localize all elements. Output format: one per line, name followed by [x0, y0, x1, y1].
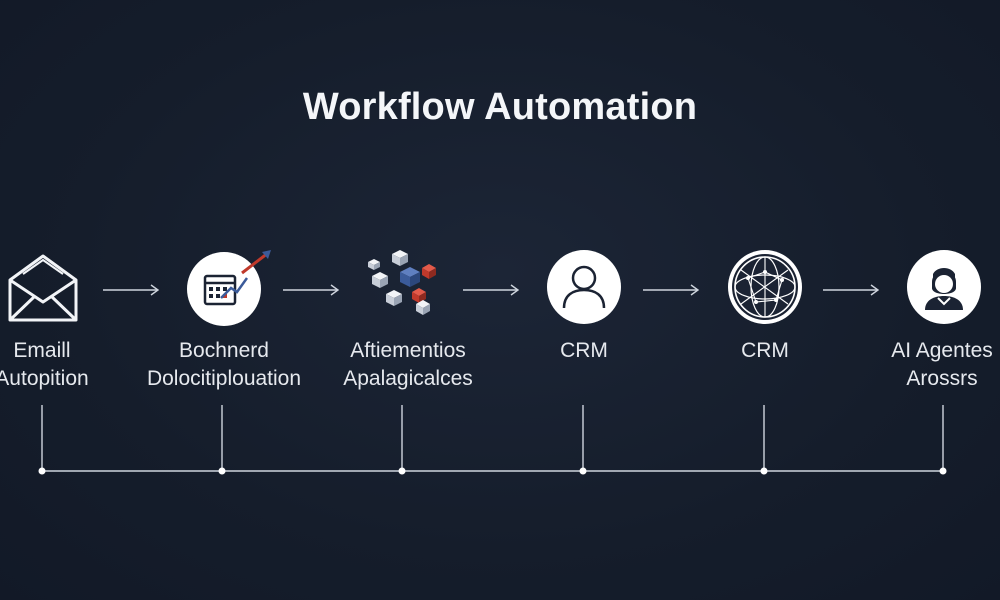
step-label-line1: AI Agentes	[891, 339, 993, 362]
step-label-line2: Apalagicalces	[343, 367, 473, 390]
cubes-icon	[362, 248, 442, 320]
flow-arrow	[103, 283, 163, 297]
timeline-node	[939, 467, 947, 475]
step-label-line1: Emaill	[13, 339, 71, 362]
envelope-icon	[5, 250, 81, 326]
step-label-line1: Aftiementios	[350, 339, 466, 362]
timeline-node	[398, 467, 406, 475]
flow-arrow	[823, 283, 883, 297]
step-label-ai-agents: AI Agentes Arossrs	[842, 337, 1000, 393]
step-label-applications: Aftiementios Apalagicalces	[308, 337, 508, 393]
step-label-email: Emaill Autopition	[0, 337, 142, 393]
step-label-crm-1: CRM	[484, 337, 684, 365]
user-icon	[547, 250, 621, 324]
diagram-title: Workflow Automation	[302, 86, 698, 128]
timeline-node	[579, 467, 587, 475]
step-label-line1: Bochnerd	[179, 339, 269, 362]
agent-avatar-icon	[907, 250, 981, 324]
flow-arrow	[643, 283, 703, 297]
step-label-line2: Dolocitiplouation	[146, 367, 302, 390]
step-label-scheduling: Bochnerd Dolocitiplouation	[124, 337, 324, 393]
trend-arrow-icon	[241, 250, 271, 275]
flow-arrow	[283, 283, 343, 297]
step-label-line2: Autopition	[0, 367, 89, 390]
timeline-node	[38, 467, 46, 475]
step-label-line2: Arossrs	[906, 367, 978, 390]
step-label-line1: CRM	[741, 339, 789, 362]
flow-arrow	[463, 283, 523, 297]
step-label-crm-2: CRM	[665, 337, 865, 365]
step-label-line1: CRM	[560, 339, 608, 362]
network-globe-icon	[728, 250, 802, 324]
calendar-chart-icon	[187, 252, 261, 326]
timeline-node	[760, 467, 768, 475]
timeline-node	[218, 467, 226, 475]
